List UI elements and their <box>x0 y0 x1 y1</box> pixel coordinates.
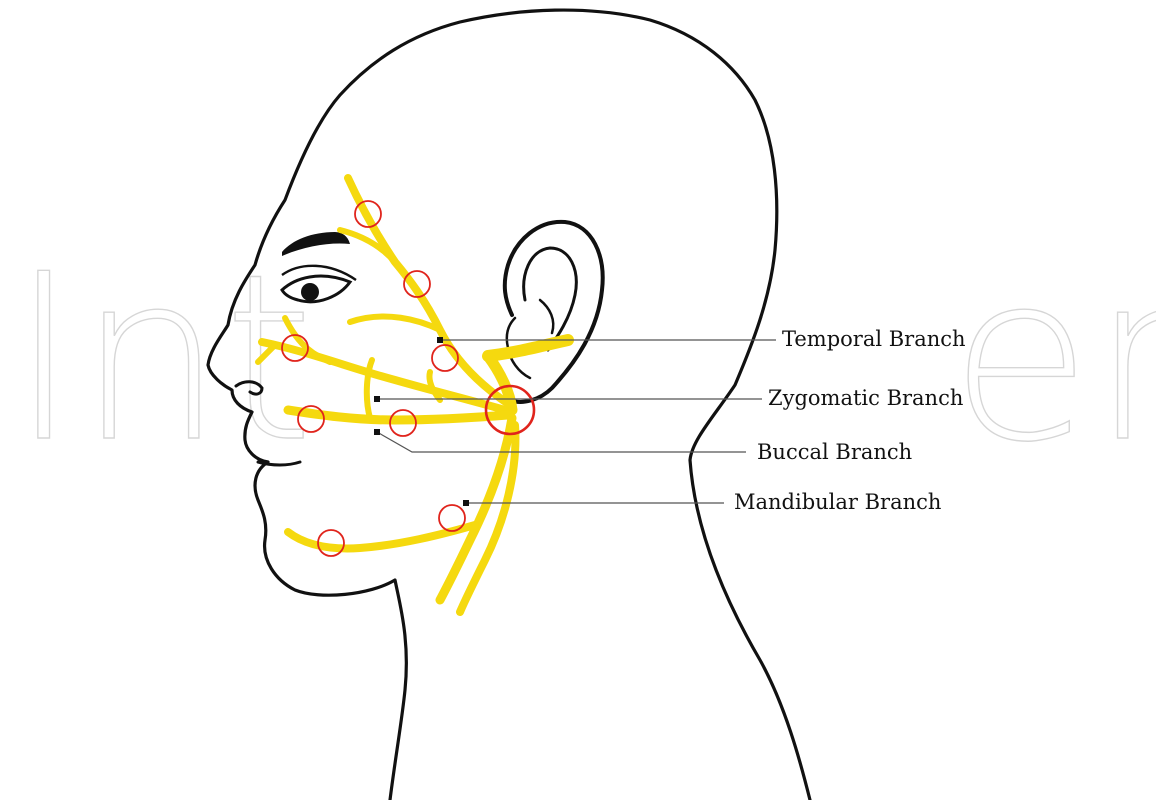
watermark-right: en <box>950 226 1156 493</box>
anchor-buccal <box>374 429 380 435</box>
watermark-left: Int <box>10 226 314 493</box>
nerve-buccal-sub2 <box>429 372 440 400</box>
label-temporal-branch: Temporal Branch <box>782 327 966 351</box>
label-zygomatic-branch: Zygomatic Branch <box>768 386 963 410</box>
ear <box>505 222 603 402</box>
nerve-temporal-sub2 <box>350 317 440 330</box>
leader-buccal <box>377 432 746 452</box>
nerve-mandibular <box>288 525 475 548</box>
label-mandibular-branch: Mandibular Branch <box>734 490 941 514</box>
marker-mandibular-1 <box>439 505 465 531</box>
anchor-zygomatic <box>374 396 380 402</box>
nerve-trunk <box>488 340 568 356</box>
anchor-temporal <box>437 337 443 343</box>
label-buccal-branch: Buccal Branch <box>757 440 912 464</box>
nerve-buccal-sub <box>367 360 372 418</box>
anchor-mandibular <box>463 500 469 506</box>
